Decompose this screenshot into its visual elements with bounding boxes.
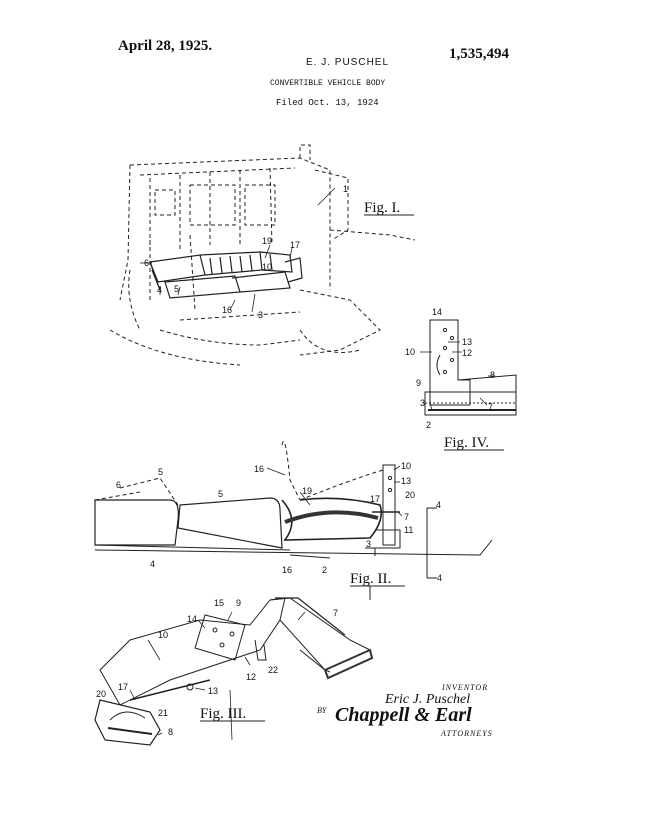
ref-numeral: 20 <box>405 490 415 500</box>
ref-numeral: 3 <box>258 310 263 320</box>
ref-numeral: 2 <box>426 420 431 430</box>
ref-numeral: 5 <box>174 284 179 294</box>
ref-numeral: 5 <box>158 467 163 477</box>
ref-numeral: 7 <box>488 402 493 412</box>
ref-numeral: 10 <box>405 347 415 357</box>
ref-numeral: 16 <box>254 464 264 474</box>
reference-numerals: 1 19 17 6 10 4 5 16 3 14 13 12 10 8 9 3 … <box>96 184 495 737</box>
figure-2-drawing <box>94 441 493 579</box>
ref-numeral: 4 <box>437 573 442 583</box>
ref-numeral: 8 <box>168 727 173 737</box>
ref-numeral: 9 <box>416 378 421 388</box>
ref-numeral: 22 <box>268 665 278 675</box>
ref-numeral: 14 <box>187 614 197 624</box>
inventor-caption: INVENTOR <box>442 683 489 692</box>
inventor-name-header: E. J. PUSCHEL <box>306 57 390 68</box>
ref-numeral: 16 <box>222 305 232 315</box>
ref-numeral: 6 <box>144 258 149 268</box>
ref-numeral: 12 <box>462 348 472 358</box>
ref-numeral: 13 <box>208 686 218 696</box>
ref-numeral: 5 <box>218 489 223 499</box>
ref-numeral: 4 <box>150 559 155 569</box>
ref-numeral: 19 <box>262 236 272 246</box>
figure-2-caption: Fig. II. <box>350 571 391 587</box>
figure-1-caption: Fig. I. <box>364 200 400 216</box>
ref-numeral: 4 <box>436 500 441 510</box>
figure-1-drawing <box>109 144 416 366</box>
ref-numeral: 10 <box>158 630 168 640</box>
ref-numeral: 21 <box>158 708 168 718</box>
figure-4-caption: Fig. IV. <box>444 435 489 451</box>
patent-title: CONVERTIBLE VEHICLE BODY <box>270 79 386 88</box>
ref-numeral: 20 <box>96 689 106 699</box>
attorneys-caption: ATTORNEYS <box>441 729 493 738</box>
figure-3-drawing <box>94 597 374 746</box>
ref-numeral: 4 <box>157 285 162 295</box>
figure-3-caption: Fig. III. <box>200 706 246 722</box>
ref-numeral: 2 <box>322 565 327 575</box>
ref-numeral: 10 <box>401 461 411 471</box>
ref-numeral: 16 <box>282 565 292 575</box>
ref-numeral: 11 <box>404 525 413 535</box>
ref-numeral: 3 <box>366 539 371 549</box>
by-label: BY <box>317 706 327 715</box>
ref-numeral: 1 <box>343 184 348 194</box>
ref-numeral: 17 <box>290 240 300 250</box>
ref-numeral: 19 <box>302 486 312 496</box>
ref-numeral: 3 <box>420 398 425 408</box>
caption-underlines <box>200 214 504 722</box>
ref-numeral: 7 <box>404 512 409 522</box>
ref-numeral: 9 <box>236 598 241 608</box>
ref-numeral: 14 <box>432 307 442 317</box>
ref-numeral: 13 <box>401 476 411 486</box>
figure-4-drawing <box>420 319 517 416</box>
ref-numeral: 10 <box>262 262 272 272</box>
ref-numeral: 6 <box>116 480 121 490</box>
ref-numeral: 7 <box>333 608 338 618</box>
attorney-signature: Chappell & Earl <box>335 704 472 726</box>
figure-captions: Fig. I. Fig. IV. Fig. II. Fig. III. <box>200 200 489 722</box>
ref-numeral: 13 <box>462 337 472 347</box>
filed-date: Filed Oct. 13, 1924 <box>276 98 379 108</box>
patent-number: 1,535,494 <box>449 46 509 62</box>
ref-numeral: 8 <box>490 370 495 380</box>
ref-numeral: 17 <box>118 682 128 692</box>
patent-date: April 28, 1925. <box>118 38 213 54</box>
inventor-signature: Eric J. Puschel <box>385 692 471 707</box>
ref-numeral: 17 <box>370 494 380 504</box>
ref-numeral: 12 <box>246 672 256 682</box>
ref-numeral: 15 <box>214 598 224 608</box>
